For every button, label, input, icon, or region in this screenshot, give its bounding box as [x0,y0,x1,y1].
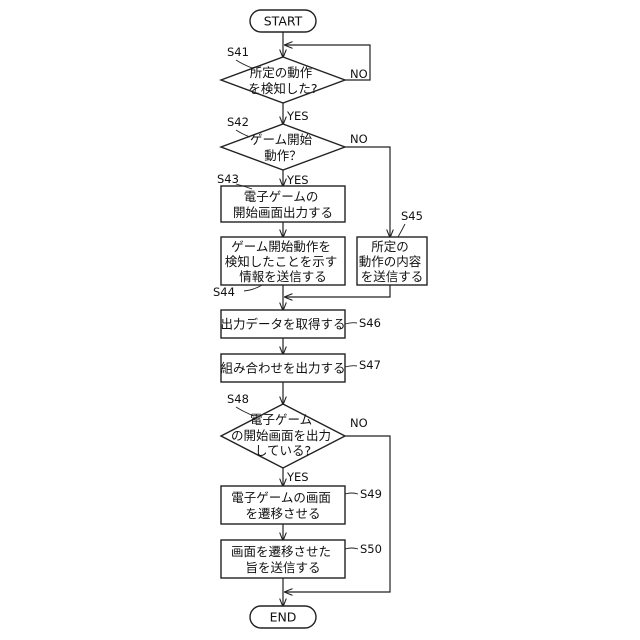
leader-line [345,366,357,367]
decision-s41 [221,57,345,103]
leader-line [345,548,358,549]
yes-label-s41: YES [286,109,309,123]
step-label-s45: S45 [401,209,423,223]
start-label: START [264,14,303,29]
step-label-s42: S42 [227,115,249,129]
decision-s42 [221,124,345,170]
step-label-s50: S50 [360,542,382,556]
decision-s48-text: 電子ゲーム の開始画面を出力 している? [231,412,335,458]
step-label-s44: S44 [213,285,235,299]
process-s49-text: 電子ゲームの画面 を遷移させる [231,490,335,521]
decision-s41-text: 所定の動作 を検知した? [248,65,317,96]
no-label-s48: NO [350,416,368,430]
process-s50-text: 画面を遷移させた 旨を送信する [231,544,335,575]
connector [345,147,390,237]
process-s46-text: 出力データを取得する [220,317,345,332]
leader-line [398,224,405,237]
step-label-s49: S49 [360,487,382,501]
step-label-s43: S43 [217,172,239,186]
connector [285,285,390,297]
leader-line [345,323,357,324]
yes-label-s48: YES [286,470,309,484]
no-label-s42: NO [350,132,368,146]
leader-line [236,60,252,68]
step-label-s47: S47 [359,358,381,372]
process-s44-text: ゲーム開始動作を 検知したことを示す 情報を送信する [225,239,342,284]
end-label: END [270,610,297,625]
process-s43-text: 電子ゲームの 開始画面出力する [233,189,333,220]
leader-line [244,285,262,291]
step-label-s41: S41 [227,45,249,59]
leader-line [236,130,250,137]
step-label-s48: S48 [227,392,249,406]
leader-line [345,493,358,494]
step-label-s46: S46 [359,316,381,330]
yes-label-s42: YES [286,173,309,187]
process-s47-text: 組み合わせを出力する [220,361,345,376]
no-label-s41: NO [350,67,368,81]
